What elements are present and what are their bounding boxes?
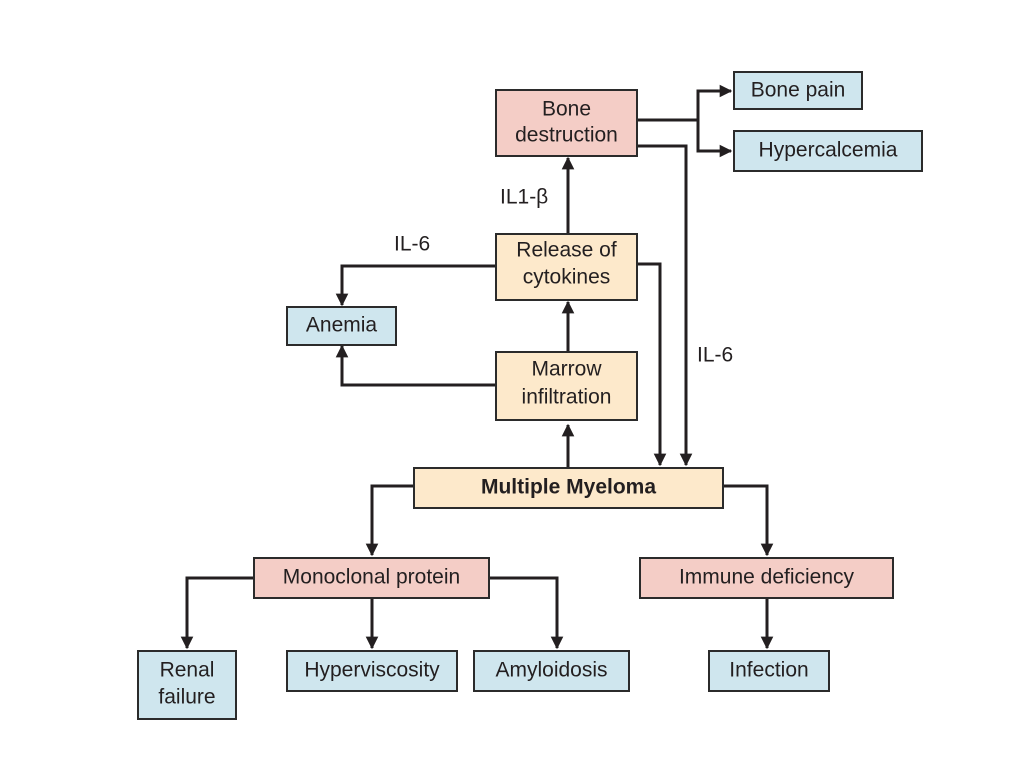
edge-to-bone-pain bbox=[696, 84, 733, 120]
node-hyperviscosity: Hyperviscosity bbox=[286, 650, 458, 692]
edges bbox=[180, 84, 774, 650]
node-multiple-myeloma: Multiple Myeloma bbox=[413, 467, 724, 509]
edge-bone-destruction-to-myeloma bbox=[637, 144, 693, 467]
node-renal-failure-line1: Renal bbox=[160, 659, 215, 682]
node-monoclonal-protein: Monoclonal protein bbox=[253, 557, 490, 599]
node-infection-label: Infection bbox=[729, 659, 808, 682]
edge-marrow-to-anemia bbox=[335, 344, 496, 387]
node-bone-pain: Bone pain bbox=[733, 71, 863, 110]
node-immune-deficiency: Immune deficiency bbox=[639, 557, 894, 599]
node-hyperviscosity-label: Hyperviscosity bbox=[304, 659, 440, 682]
edge-cytokines-to-anemia bbox=[335, 264, 496, 307]
label-il6-anemia: IL-6 bbox=[394, 233, 430, 256]
node-bone-destruction-line2: destruction bbox=[515, 124, 618, 147]
edge-myeloma-to-monoclonal bbox=[365, 484, 413, 557]
node-bone-pain-label: Bone pain bbox=[751, 79, 846, 102]
node-release-of-cytokines-line2: cytokines bbox=[523, 266, 611, 289]
node-bone-destruction: Bone destruction bbox=[495, 89, 638, 157]
node-amyloidosis-label: Amyloidosis bbox=[495, 659, 607, 682]
node-marrow-infiltration-line2: infiltration bbox=[522, 386, 612, 409]
node-renal-failure-line2: failure bbox=[158, 686, 215, 709]
edge-monoclonal-to-renal bbox=[180, 576, 254, 650]
node-multiple-myeloma-label: Multiple Myeloma bbox=[481, 476, 656, 499]
node-immune-deficiency-label: Immune deficiency bbox=[679, 566, 855, 589]
node-release-of-cytokines-line1: Release of bbox=[516, 239, 617, 262]
node-infection: Infection bbox=[708, 650, 830, 692]
node-release-of-cytokines: Release of cytokines bbox=[495, 233, 638, 301]
edge-cytokines-to-myeloma bbox=[637, 262, 667, 467]
node-marrow-infiltration: Marrow infiltration bbox=[495, 351, 638, 421]
node-amyloidosis: Amyloidosis bbox=[473, 650, 630, 692]
node-anemia-label: Anemia bbox=[306, 314, 378, 337]
label-il6-myeloma: IL-6 bbox=[697, 344, 733, 367]
node-marrow-infiltration-line1: Marrow bbox=[531, 358, 602, 381]
node-monoclonal-protein-label: Monoclonal protein bbox=[283, 566, 460, 589]
node-bone-destruction-line1: Bone bbox=[542, 98, 591, 121]
edge-to-hypercalcemia bbox=[696, 120, 733, 158]
node-anemia: Anemia bbox=[286, 306, 397, 346]
edge-monoclonal-to-amyloidosis bbox=[489, 576, 564, 650]
edge-myeloma-to-immune bbox=[723, 484, 774, 557]
label-il1-beta: IL1-β bbox=[500, 186, 548, 209]
node-hypercalcemia-label: Hypercalcemia bbox=[759, 139, 898, 162]
node-renal-failure: Renal failure bbox=[137, 650, 237, 720]
node-hypercalcemia: Hypercalcemia bbox=[733, 130, 923, 172]
